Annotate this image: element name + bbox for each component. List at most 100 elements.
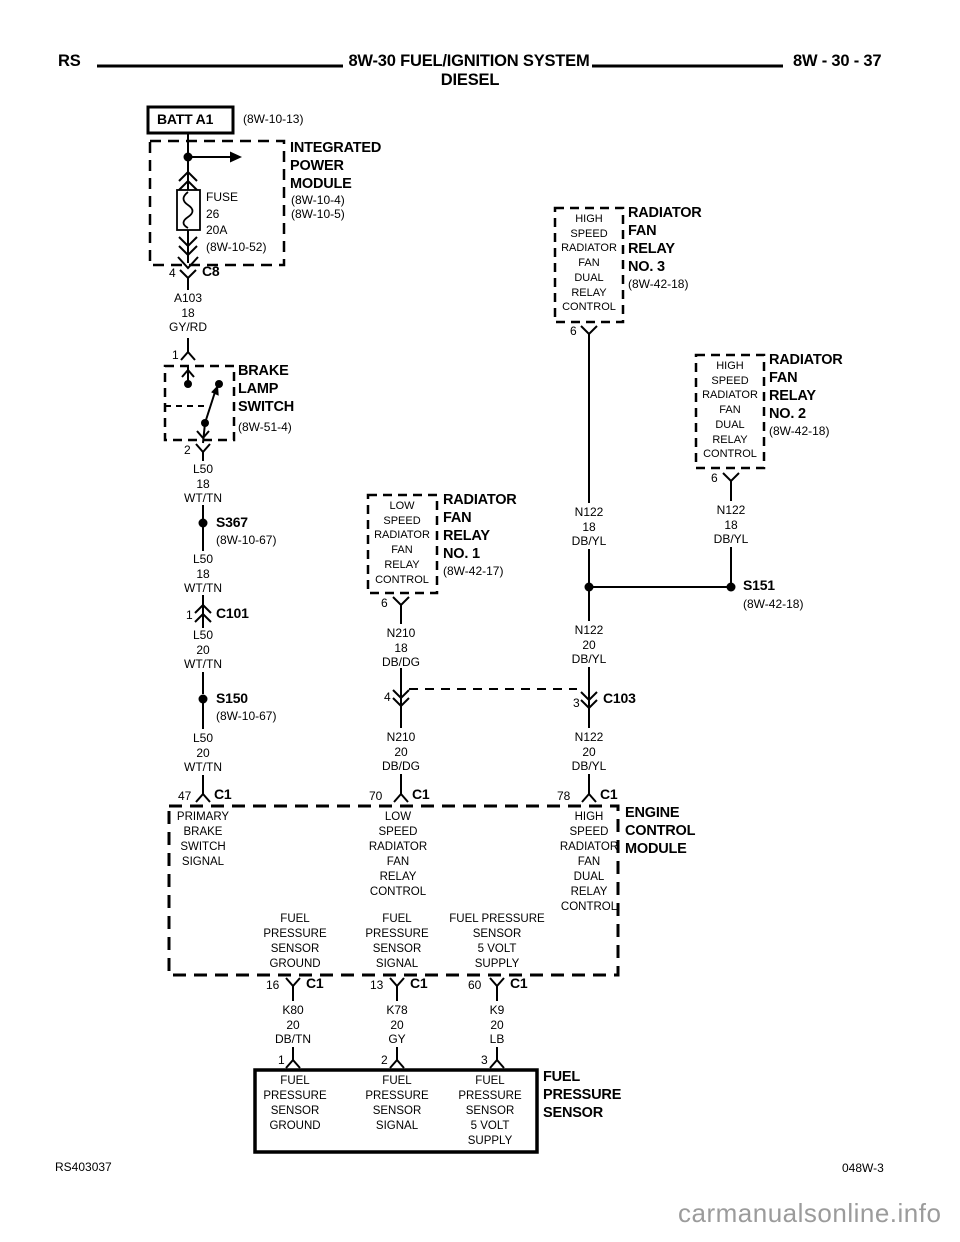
ecm-output-sensor-signal: FUEL PRESSURE SENSOR SIGNAL <box>365 913 429 970</box>
wire-n210-18-label: N210 18 DB/DG <box>381 626 421 669</box>
ecm-box <box>167 804 620 977</box>
sensor-pin3-label: 3 <box>481 1053 488 1067</box>
connector-c101-name: C101 <box>216 605 249 621</box>
relay2-box <box>694 353 766 470</box>
relay2-pin6-label: 6 <box>711 471 718 485</box>
header-page-number: 8W - 30 - 37 <box>793 52 882 70</box>
ecm-output-sensor-ground: FUEL PRESSURE SENSOR GROUND <box>263 913 327 970</box>
ecm-pin47-symbol <box>195 786 211 803</box>
page-title: 8W-30 FUEL/IGNITION SYSTEM <box>348 52 590 70</box>
splice-s367-name: S367 <box>216 514 248 530</box>
battery-feed-box <box>146 105 235 135</box>
relay3-pin6-symbol <box>580 325 598 503</box>
relay2-ref: (8W-42-18) <box>769 424 830 438</box>
splice-s151-ref: (8W-42-18) <box>743 597 804 611</box>
relay1-pin6-symbol <box>392 596 410 624</box>
ipm-name: INTEGRATED POWER MODULE <box>290 140 382 192</box>
wire-k80-label: K80 20 DB/TN <box>275 1003 311 1046</box>
brake-switch-box <box>163 364 236 442</box>
ipm-refs: (8W-10-4) (8W-10-5) <box>291 193 345 221</box>
wire-n122-20b-label: N122 20 DB/YL <box>571 730 607 773</box>
ecm-pin16-label: 16 <box>266 978 280 992</box>
ecm-pin70-symbol <box>393 786 409 803</box>
ecm-input-low-speed-fan: LOW SPEED RADIATOR FAN RELAY CONTROL <box>368 811 428 898</box>
sensor-pin3-symbol <box>489 1047 505 1069</box>
ipm-box <box>148 139 286 267</box>
ecm-pin16-symbol <box>285 977 301 1001</box>
relay2-pin6-symbol <box>722 472 740 501</box>
ecm-pin78-conn: C1 <box>600 786 618 802</box>
relay1-name: RADIATOR FAN RELAY NO. 1 <box>443 492 517 562</box>
relay3-ref: (8W-42-18) <box>628 277 689 291</box>
ecm-input-high-speed-fan: HIGH SPEED RADIATOR FAN DUAL RELAY CONTR… <box>559 811 619 913</box>
ecm-pin60-symbol <box>489 977 505 1001</box>
sensor-pin2-label: 2 <box>381 1053 388 1067</box>
brake-switch-ref: (8W-51-4) <box>238 420 292 434</box>
splice-s367-dot <box>198 518 208 528</box>
ecm-output-sensor-supply: FUEL PRESSURE SENSOR 5 VOLT SUPPLY <box>449 913 545 970</box>
switch-blade-arrowhead <box>211 385 219 396</box>
splice-s151-dot-right <box>726 582 736 592</box>
brake-switch-name: BRAKE LAMP SWITCH <box>238 363 294 415</box>
header-model: RS <box>58 52 81 70</box>
ecm-pin13-label: 13 <box>370 978 384 992</box>
sensor-pin1-symbol <box>285 1047 301 1069</box>
relay1-ref: (8W-42-17) <box>443 564 504 578</box>
fuse-lower-chevrons <box>178 236 198 257</box>
connector-c103-name: C103 <box>603 690 636 706</box>
wire-n210-20-label: N210 20 DB/DG <box>381 730 421 773</box>
relay1-box <box>366 493 439 595</box>
relay3-name: RADIATOR FAN RELAY NO. 3 <box>628 205 702 275</box>
wire-k78-label: K78 20 GY <box>386 1003 408 1046</box>
wire-a103-label: A103 18 GY/RD <box>168 291 208 334</box>
connector-c101-pin: 1 <box>186 608 193 622</box>
footer-doc-number: RS403037 <box>55 1160 112 1174</box>
wire-l50-20b-label: L50 20 WT/TN <box>184 731 222 774</box>
splice-s150-name: S150 <box>216 690 248 706</box>
relay2-terminal: HIGH SPEED RADIATOR FAN DUAL RELAY CONTR… <box>702 360 758 461</box>
sensor-terminal-supply: FUEL PRESSURE SENSOR 5 VOLT SUPPLY <box>458 1075 522 1147</box>
ipm-exit-chevron <box>177 256 199 270</box>
ipm-branch-arrowhead <box>230 151 242 163</box>
switch-contact-dot-right <box>215 380 223 388</box>
ecm-pin78-label: 78 <box>557 789 571 803</box>
relay3-box <box>553 206 625 324</box>
switch-pin1-label: 1 <box>172 348 179 362</box>
fuse-element-wave <box>182 191 194 229</box>
ecm-pin70-conn: C1 <box>412 786 430 802</box>
sensor-terminal-signal: FUEL PRESSURE SENSOR SIGNAL <box>365 1075 429 1132</box>
fuse-label: FUSE 26 20A (8W-10-52) <box>206 190 267 254</box>
ecm-pin47-conn: C1 <box>214 786 232 802</box>
wire-l50-20a-label: L50 20 WT/TN <box>184 628 222 671</box>
splice-s150-ref: (8W-10-67) <box>216 709 277 723</box>
connector-c8-pin: 4 <box>169 266 176 280</box>
sensor-terminal-ground: FUEL PRESSURE SENSOR GROUND <box>263 1075 327 1132</box>
ecm-input-primary-brake: PRIMARY BRAKE SWITCH SIGNAL <box>176 811 230 868</box>
battery-feed-ref: (8W-10-13) <box>243 112 304 126</box>
switch-pin2-symbol <box>195 443 211 461</box>
connector-c103-pin3-symbol <box>580 684 598 710</box>
ecm-pin60-conn: C1 <box>510 975 528 991</box>
battery-feed-label: BATT A1 <box>157 111 214 127</box>
wire-k9-label: K9 20 LB <box>489 1003 505 1046</box>
sensor-box <box>253 1068 539 1154</box>
switch-exit-arrow <box>196 422 210 444</box>
ecm-pin13-conn: C1 <box>410 975 428 991</box>
fuse-symbol <box>176 189 201 231</box>
switch-contact-dot-left <box>184 380 192 388</box>
sensor-name: FUEL PRESSURE SENSOR <box>543 1069 622 1121</box>
connector-c103-pin4-label: 4 <box>384 690 391 704</box>
connector-c8-symbol <box>179 269 197 290</box>
page-subtitle: DIESEL <box>440 71 500 89</box>
switch-pin2-label: 2 <box>184 443 191 457</box>
relay1-pin6-label: 6 <box>381 596 388 610</box>
fuse-upper-chevrons <box>178 170 198 191</box>
wire-n122-20a-label: N122 20 DB/YL <box>571 623 607 666</box>
relay1-terminal: LOW SPEED RADIATOR FAN RELAY CONTROL <box>374 500 430 586</box>
relay3-terminal: HIGH SPEED RADIATOR FAN DUAL RELAY CONTR… <box>561 213 617 314</box>
ecm-pin47-label: 47 <box>178 789 192 803</box>
footer-sheet-number: 048W-3 <box>842 1161 884 1175</box>
wire-n122-18a-label: N122 18 DB/YL <box>571 505 607 548</box>
wire-l50-18b-label: L50 18 WT/TN <box>184 552 222 595</box>
